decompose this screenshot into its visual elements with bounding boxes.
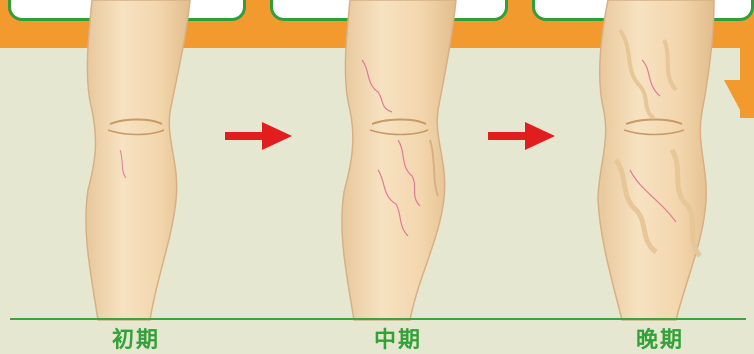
right-arrow-icon bbox=[225, 122, 292, 150]
leg-early bbox=[86, 0, 190, 320]
stage-label-middle: 中期 bbox=[338, 322, 458, 354]
leg-late bbox=[598, 0, 714, 320]
right-arrow-icon bbox=[488, 122, 555, 150]
ground-line bbox=[10, 318, 746, 320]
stage-label-late: 晚期 bbox=[600, 322, 720, 354]
leg-middle bbox=[342, 0, 456, 320]
stage-label-early: 初期 bbox=[76, 322, 196, 354]
